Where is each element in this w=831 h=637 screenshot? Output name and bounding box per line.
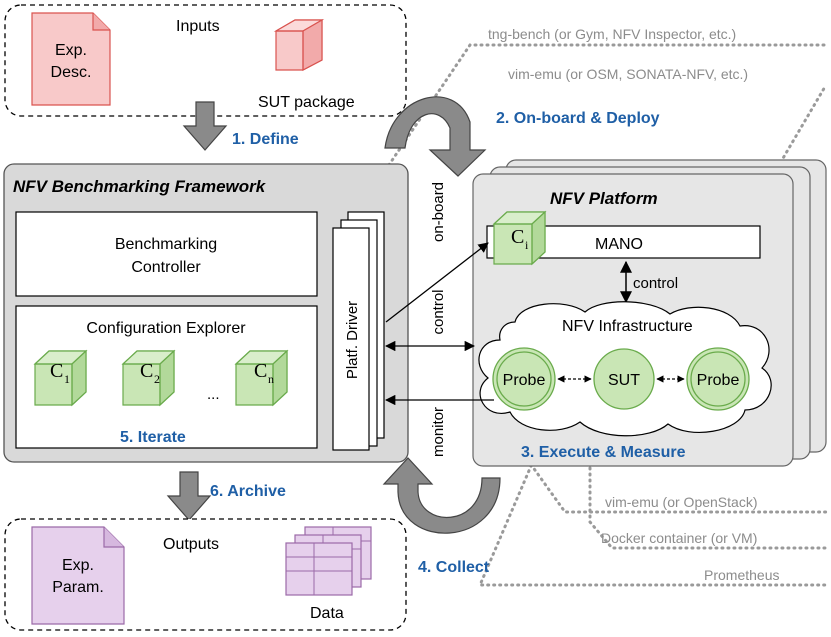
onboard-label: on-board [430,182,447,242]
framework-title: NFV Benchmarking Framework [13,177,267,196]
annotation-docker: Docker container (or VM) [601,530,757,546]
onboard-deploy-arrow [384,96,487,177]
controller-line2: Controller [131,259,201,276]
probe-left: Probe [492,347,556,411]
define-arrow [182,101,228,151]
exp-desc-line1: Exp. [55,42,87,59]
collect-arrow [382,457,501,534]
benchmarking-framework-panel: NFV Benchmarking Framework Benchmarking … [3,163,409,463]
c1-sub: 1 [64,372,70,386]
cubes-ellipsis: ... [207,386,220,403]
exp-param-line2: Param. [52,579,104,596]
inputs-title: Inputs [176,18,220,35]
step-define: 1. Define [232,131,299,148]
annotation-vim-emu-top: vim-emu (or OSM, SONATA-NFV, etc.) [508,66,748,82]
driver-platform-links: on-board control monitor [384,182,494,457]
c2-sub: 2 [154,372,160,386]
outputs-panel: Outputs Exp. Param. Data [4,518,407,631]
data-label: Data [310,605,344,622]
platform-driver: Platf. Driver [332,211,385,451]
outputs-title: Outputs [163,536,219,553]
config-cube-cn-icon: C n [234,349,289,407]
exp-param-line1: Exp. [62,557,94,574]
archive-arrow [166,471,212,521]
annotation-vim-emu-bottom: vim-emu (or OpenStack) [605,494,757,510]
sut-package-cube-icon [273,18,325,71]
platform-title: NFV Platform [550,189,658,208]
infra-title: NFV Infrastructure [562,318,693,335]
step-execute-measure: 3. Execute & Measure [521,444,686,461]
mano-label: MANO [595,236,643,253]
inputs-panel: Inputs Exp. Desc. SUT package [4,4,407,117]
onboard-link [385,242,489,323]
step-collect: 4. Collect [418,559,490,576]
monitor-label: monitor [430,407,447,457]
config-cube-ci-icon: C i [492,210,547,266]
annotation-prometheus: Prometheus [704,567,779,583]
experiment-parameters-document: Exp. Param. [31,526,125,625]
probe-left-label: Probe [503,372,546,389]
annotation-tng-bench: tng-bench (or Gym, NFV Inspector, etc.) [488,26,736,42]
step-onboard-deploy: 2. On-board & Deploy [496,110,660,127]
exp-desc-line2: Desc. [51,64,92,81]
step-archive: 6. Archive [210,483,286,500]
config-cube-c1-icon: C 1 [33,349,88,407]
benchmarking-controller [15,211,318,297]
experiment-description-document: Exp. Desc. [31,12,111,106]
cn-sub: n [268,372,274,386]
nfv-platform-panel: NFV Platform MANO C i control NFV Infras… [472,159,827,467]
probe-right: Probe [686,347,750,411]
control-label: control [430,289,447,334]
config-cube-c2-icon: C 2 [121,349,176,407]
ci-sub: i [525,238,529,252]
sut-package-label: SUT package [258,94,355,111]
data-tables-icon [285,526,372,596]
platform-driver-label: Platf. Driver [344,301,361,379]
step-iterate: 5. Iterate [120,429,186,446]
controller-line1: Benchmarking [115,236,217,253]
ci-main: C [511,226,524,248]
c2-main: C [140,360,153,382]
sut-node: SUT [593,348,655,410]
explorer-title: Configuration Explorer [86,320,246,337]
probe-right-label: Probe [697,372,740,389]
c1-main: C [50,360,63,382]
sut-label: SUT [608,372,640,389]
mano-control-label: control [633,275,678,292]
cn-main: C [254,360,267,382]
